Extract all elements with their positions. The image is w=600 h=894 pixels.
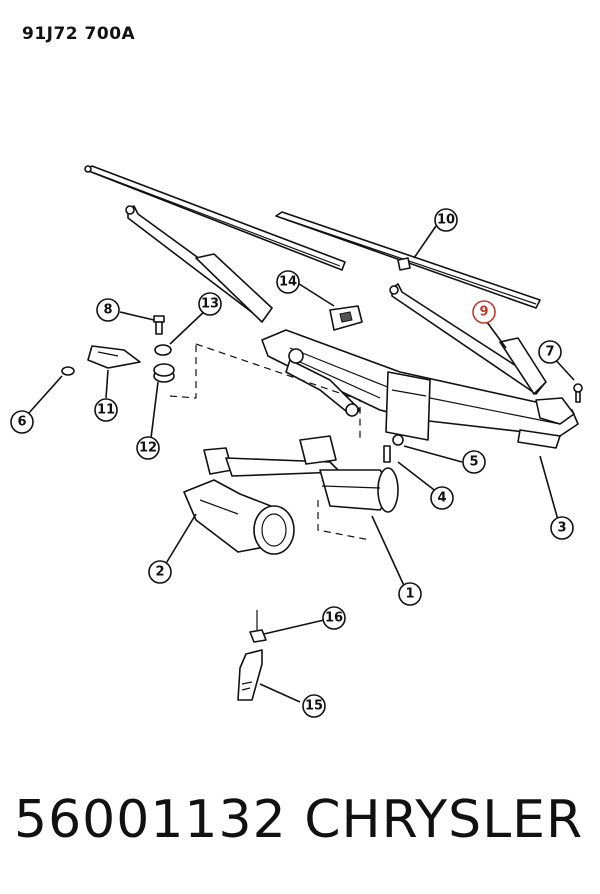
motor-cover-part-2 bbox=[183, 479, 295, 555]
svg-text:9: 9 bbox=[479, 305, 488, 320]
callout-leaders bbox=[27, 225, 575, 703]
svg-text:10: 10 bbox=[437, 213, 455, 228]
mounting-guide-lines bbox=[169, 343, 371, 541]
callout-6: 6 bbox=[10, 410, 34, 434]
nut-part-6 bbox=[61, 366, 75, 376]
callout-4: 4 bbox=[430, 486, 454, 510]
callout-3: 3 bbox=[550, 516, 574, 540]
svg-text:7: 7 bbox=[545, 345, 554, 360]
pivot-hose-part-15 bbox=[237, 649, 263, 701]
right-wiper-arm bbox=[389, 283, 547, 395]
left-wiper-arm bbox=[125, 205, 273, 323]
nut-part-16 bbox=[249, 610, 267, 643]
grommet-part-12 bbox=[153, 363, 175, 383]
svg-text:13: 13 bbox=[201, 297, 219, 312]
callout-2: 2 bbox=[148, 560, 172, 584]
screw-part-5 bbox=[383, 445, 391, 463]
diagram-reference-code: 91J72 700A bbox=[22, 24, 136, 44]
wiper-motor-part-1 bbox=[203, 435, 399, 513]
svg-text:14: 14 bbox=[279, 275, 297, 290]
svg-text:3: 3 bbox=[557, 521, 566, 536]
callout-8: 8 bbox=[96, 298, 120, 322]
svg-text:1: 1 bbox=[405, 587, 414, 602]
svg-text:12: 12 bbox=[139, 441, 157, 456]
right-wiper-blade bbox=[275, 211, 541, 309]
callout-16: 16 bbox=[322, 606, 346, 630]
callout-14: 14 bbox=[276, 270, 300, 294]
svg-text:15: 15 bbox=[305, 699, 323, 714]
svg-text:2: 2 bbox=[155, 565, 164, 580]
bracket-part-14 bbox=[329, 305, 363, 331]
callout-10: 10 bbox=[434, 208, 458, 232]
callout-7: 7 bbox=[538, 340, 562, 364]
nut-part-13 bbox=[154, 344, 172, 356]
svg-text:11: 11 bbox=[97, 403, 115, 418]
left-wiper-blade bbox=[84, 165, 346, 271]
callout-9: 9 bbox=[472, 300, 496, 324]
callout-5: 5 bbox=[462, 450, 486, 474]
svg-text:8: 8 bbox=[103, 303, 112, 318]
svg-text:4: 4 bbox=[437, 491, 446, 506]
svg-text:16: 16 bbox=[325, 611, 343, 626]
svg-text:5: 5 bbox=[469, 455, 478, 470]
wiper-linkage bbox=[261, 329, 579, 449]
svg-text:6: 6 bbox=[17, 415, 26, 430]
screw-part-7 bbox=[573, 383, 583, 403]
callout-12: 12 bbox=[136, 436, 160, 460]
bolt-part-8 bbox=[153, 315, 165, 335]
callout-15: 15 bbox=[302, 694, 326, 718]
part-number-label: 56001132 CHRYSLER bbox=[14, 790, 584, 850]
callout-13: 13 bbox=[198, 292, 222, 316]
callout-11: 11 bbox=[94, 398, 118, 422]
clip-part-11 bbox=[87, 345, 141, 369]
callout-1: 1 bbox=[398, 582, 422, 606]
